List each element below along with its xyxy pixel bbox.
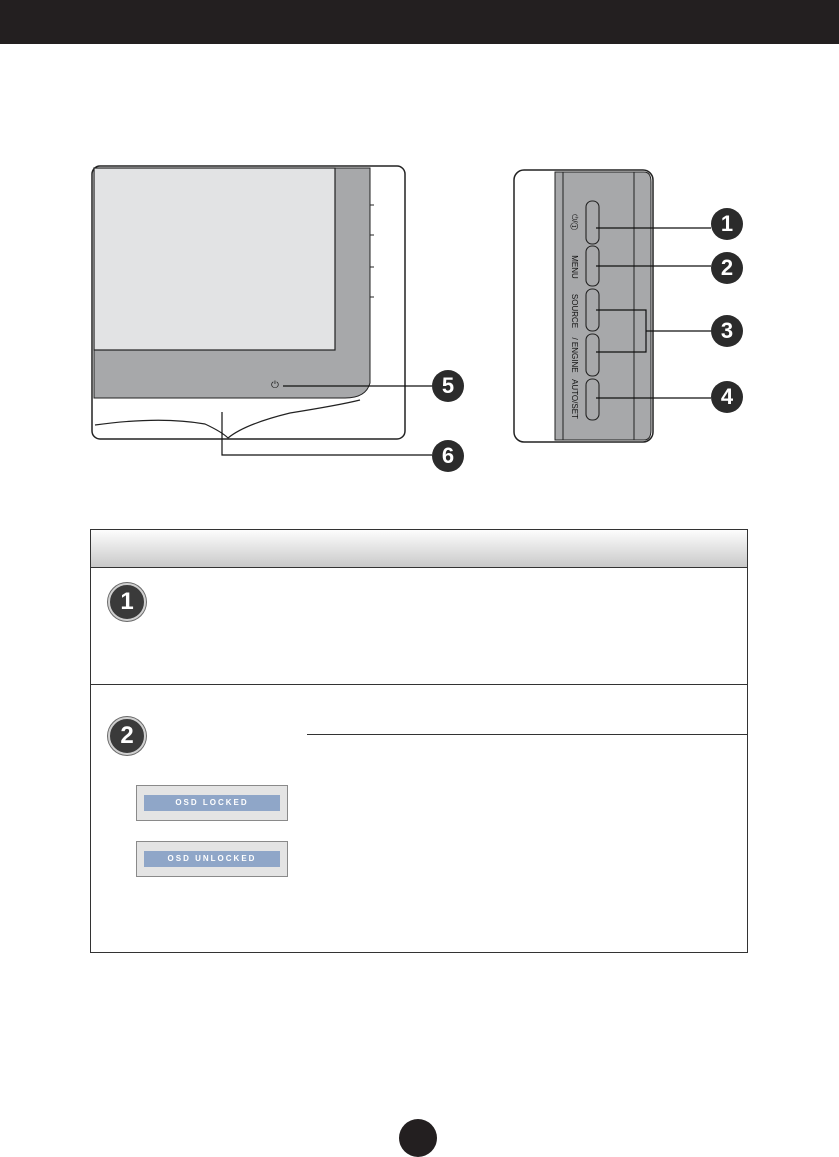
callout-1: 1	[711, 208, 743, 240]
callout-6: 6	[432, 440, 464, 472]
row-badge-1: 1	[108, 583, 146, 621]
row-badge-2: 2	[108, 717, 146, 755]
osd-locked-text: OSD LOCKED	[144, 795, 280, 811]
header-bar	[0, 0, 839, 44]
osd-unlocked-box: OSD UNLOCKED	[136, 841, 288, 877]
side-button-menu-label: MENU	[570, 255, 579, 279]
callout-2: 2	[711, 252, 743, 284]
osd-locked-box: OSD LOCKED	[136, 785, 288, 821]
side-button-autoset-label: AUTO/SET	[570, 379, 579, 419]
callout-3: 3	[711, 315, 743, 347]
callout-4: 4	[711, 381, 743, 413]
side-view: ⏻/Ⓘ MENU SOURCE / ENGINE AUTO/SET	[513, 169, 654, 443]
description-table: 1 2 OSD LOCKED OSD UNLOCKED	[90, 529, 748, 953]
power-symbol: ⏻	[271, 380, 279, 391]
front-view: ⏻	[91, 165, 406, 440]
table-header	[91, 530, 747, 568]
callout-5: 5	[432, 370, 464, 402]
side-button-engine-label: / ENGINE	[570, 337, 579, 372]
osd-unlocked-text: OSD UNLOCKED	[144, 851, 280, 867]
side-button-source-label: SOURCE	[570, 294, 579, 328]
side-button-power-label: ⏻/Ⓘ	[570, 214, 579, 231]
leader-lines	[221, 227, 711, 456]
page-number-badge	[399, 1119, 437, 1157]
sub-divider	[307, 734, 747, 735]
row-divider	[91, 684, 747, 685]
monitor-diagram: ⏻ ⏻/Ⓘ MENU SOURCE / ENGINE AUTO/SET	[91, 165, 711, 456]
